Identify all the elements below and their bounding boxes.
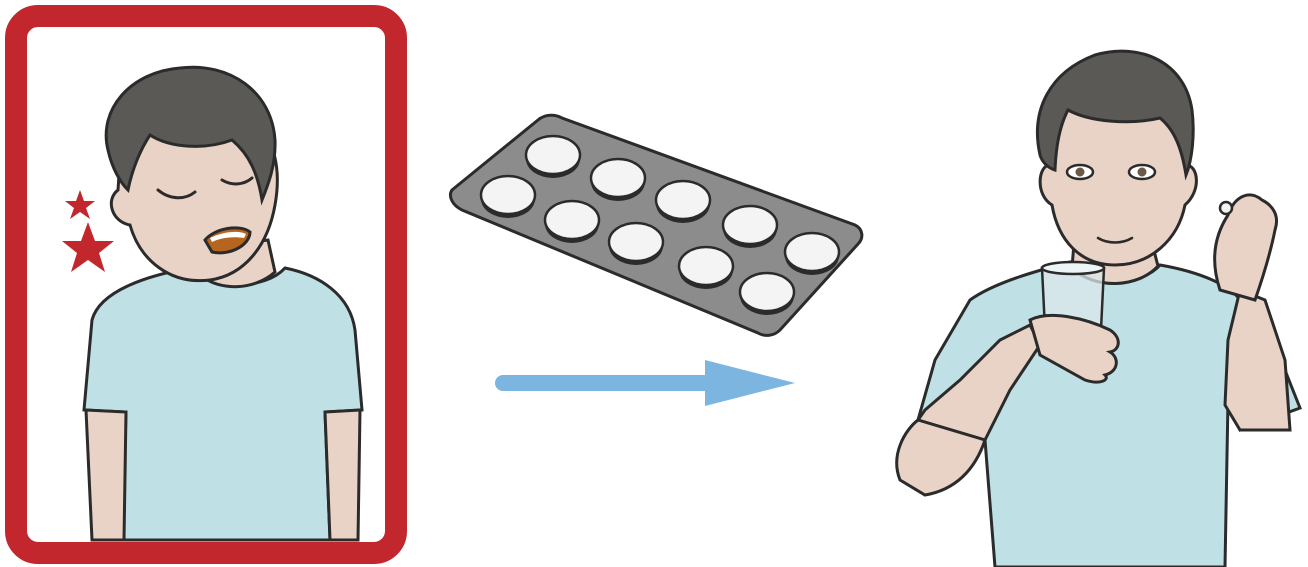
- pill-icon: [545, 201, 599, 239]
- person-taking-pill-icon: [897, 51, 1300, 567]
- pill-blister-pack-icon: [450, 115, 861, 335]
- pill-icon: [723, 206, 777, 244]
- pill-icon: [526, 136, 580, 174]
- pill-icon: [740, 273, 794, 311]
- pill-icon: [785, 233, 839, 271]
- held-pill-icon: [1220, 202, 1232, 214]
- arrow-right-icon: [503, 360, 795, 406]
- pill-icon: [609, 223, 663, 261]
- pill-icon: [679, 247, 733, 285]
- pill-icon: [591, 159, 645, 197]
- sick-person-panel: [16, 16, 396, 553]
- pill-icon: [481, 176, 535, 214]
- pill-icon: [656, 181, 710, 219]
